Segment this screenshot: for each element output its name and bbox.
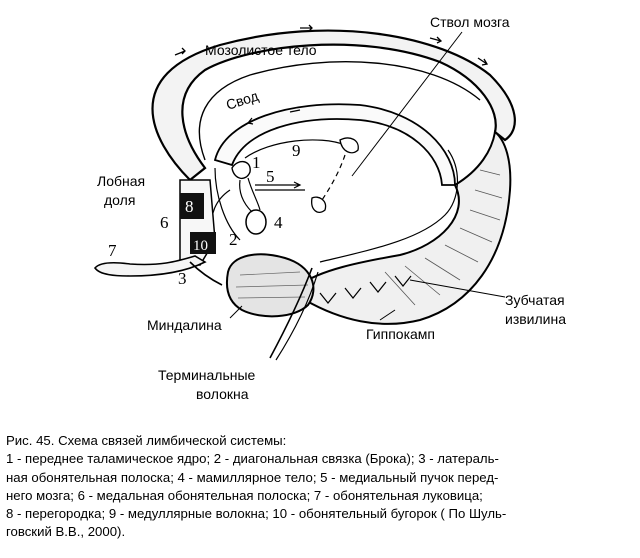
brainstem-structure	[339, 137, 359, 154]
caption-line: 1 - переднее таламическое ядро; 2 - диаг…	[6, 451, 499, 467]
label-terminal-1: Терминальные	[158, 367, 256, 383]
num-1: 1	[252, 153, 261, 172]
label-amygdala: Миндалина	[147, 317, 222, 333]
label-fornix: Свод	[224, 87, 260, 112]
mammillary-body	[245, 209, 267, 235]
caption-line: 8 - перегородка; 9 - медуллярные волокна…	[6, 506, 507, 522]
label-terminal-2: волокна	[196, 386, 249, 402]
num-5: 5	[266, 167, 275, 186]
num-8: 8	[185, 197, 194, 216]
caption-line: Рис. 45. Схема связей лимбической систем…	[6, 433, 287, 448]
terminal-fibers	[269, 267, 313, 359]
label-frontal-lobe-1: Лобная	[97, 173, 145, 189]
amygdala	[225, 253, 315, 318]
label-brainstem: Ствол мозга	[430, 14, 510, 30]
olfactory-bulb-tract	[93, 255, 207, 277]
label-dentate-1: Зубчатая	[505, 292, 565, 308]
brainstem-lower	[311, 196, 327, 213]
num-3: 3	[178, 269, 187, 288]
corpus-callosum-band	[151, 29, 516, 182]
figure-caption: Рис. 45. Схема связей лимбической систем…	[6, 432, 634, 542]
num-7: 7	[108, 241, 117, 260]
callosum-arrows	[174, 24, 489, 66]
brainstem-leader	[351, 31, 463, 177]
caption-line: него мозга; 6 - медальная обонятельная п…	[6, 487, 483, 503]
brainstem-dashed	[321, 154, 346, 201]
caption-line: ная обонятельная полоска; 4 - мамиллярно…	[6, 469, 499, 485]
brainstem-pathway-9	[244, 139, 346, 159]
num-9: 9	[292, 141, 301, 160]
num-4: 4	[274, 213, 283, 232]
olfactory-tubercle-block	[190, 232, 216, 254]
label-hippocampus: Гиппокамп	[366, 326, 435, 342]
lateral-olfactory-stria	[189, 261, 223, 286]
num-2: 2	[229, 230, 238, 249]
anterior-thalamic-nucleus	[231, 161, 251, 179]
num-6: 6	[160, 213, 169, 232]
caption-line: говский В.В., 2000).	[6, 524, 126, 540]
limbic-system-diagram: Ствол мозга Мозолистое тело Свод Лобная …	[93, 14, 566, 402]
amygdala-texture	[235, 271, 309, 299]
label-dentate-2: извилина	[505, 311, 566, 327]
septum-block	[180, 193, 204, 219]
label-corpus-callosum: Мозолистое тело	[205, 42, 317, 58]
terminal-fibers-2	[275, 271, 319, 361]
fornix	[213, 103, 456, 186]
limbic-fibers	[210, 167, 305, 241]
hippocampus-body	[298, 130, 512, 325]
num-10: 10	[193, 238, 208, 254]
label-frontal-lobe-2: доля	[104, 192, 135, 208]
hippocampus-hatch	[384, 169, 503, 306]
fornix-arrows	[246, 109, 301, 125]
label-leaders	[229, 279, 506, 321]
dentate-teeth	[319, 275, 412, 304]
hippocampus-contour	[319, 149, 459, 263]
